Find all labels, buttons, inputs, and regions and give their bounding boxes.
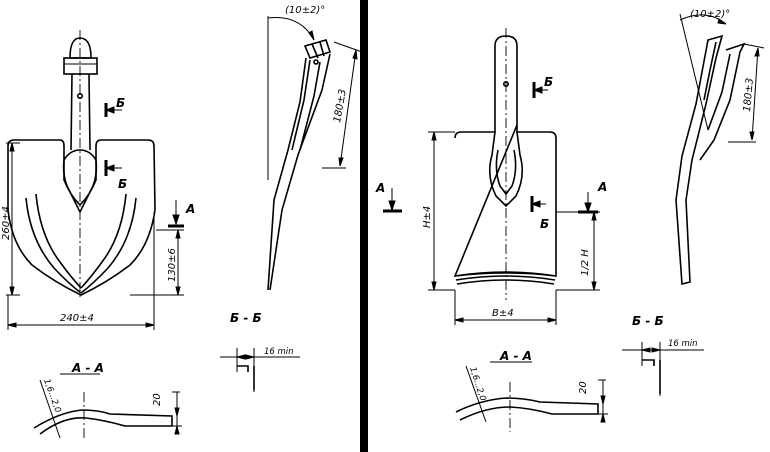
left-dim-width-text: 240±4 xyxy=(60,313,94,324)
left-dim-height: 260±4 xyxy=(1,142,20,296)
left-section-bb: Б - Б 16 min xyxy=(220,311,300,392)
right-cut-mark-b-upper: Б xyxy=(532,75,553,98)
left-side-angle-text: (10±2)° xyxy=(285,5,325,16)
left-cut-mark-a: А xyxy=(168,200,195,228)
right-panel: H±4 B±4 1/2 H Б Б xyxy=(375,9,765,432)
right-label-b-lower: Б xyxy=(540,217,549,231)
right-shovel-front-view: H±4 B±4 1/2 H xyxy=(422,28,600,325)
left-label-a: А xyxy=(185,202,195,216)
right-cut-mark-a-left: А xyxy=(375,181,402,213)
left-cut-mark-b-upper: Б xyxy=(104,96,125,117)
right-label-a-right: А xyxy=(597,180,607,194)
right-label-a-left: А xyxy=(375,181,385,195)
right-section-aa-dim: 20 xyxy=(578,381,589,394)
right-dim-height-text: H±4 xyxy=(422,206,433,228)
left-shovel-side-view: (10±2)° 180±3 xyxy=(267,5,363,291)
right-label-b-upper: Б xyxy=(544,75,553,89)
left-shovel-front-view xyxy=(7,30,156,300)
left-section-aa-title: А - А xyxy=(71,361,104,375)
right-dim-half-text: 1/2 H xyxy=(580,249,591,276)
right-cut-mark-b-lower: Б xyxy=(530,196,549,231)
right-side-length-text: 180±3 xyxy=(742,78,756,113)
left-label-b-lower: Б xyxy=(118,177,127,191)
right-section-bb: Б - Б 16 min xyxy=(622,314,704,396)
panel-divider xyxy=(360,0,368,452)
left-section-bb-title: Б - Б xyxy=(230,311,262,325)
left-section-bb-dim: 16 min xyxy=(264,347,294,357)
right-shovel-side-view: (10±2)° 180±3 xyxy=(675,9,765,286)
right-side-angle-text: (10±2)° xyxy=(690,9,730,20)
left-dim-side-height: 130±6 xyxy=(130,229,184,296)
left-dim-side-text: 130±6 xyxy=(167,248,178,282)
right-dim-width-text: B±4 xyxy=(492,308,514,319)
right-section-aa-thickness: 1,6...2,0 xyxy=(467,366,487,403)
right-cut-mark-a-right: А xyxy=(578,180,607,214)
left-cut-mark-b-lower: Б xyxy=(104,160,127,191)
left-section-aa-thickness: 1,6...2,0 xyxy=(41,378,62,414)
right-section-aa-title: А - А xyxy=(499,349,532,363)
left-section-aa-dim: 20 xyxy=(152,393,163,406)
left-dim-width: 240±4 xyxy=(7,212,155,330)
right-section-bb-title: Б - Б xyxy=(632,314,664,328)
left-section-aa: А - А 1,6...2,0 20 xyxy=(33,361,182,440)
left-dim-height-text: 260±4 xyxy=(1,206,12,240)
right-section-aa: А - А 1,6...2,0 20 xyxy=(455,349,608,432)
left-panel: Б Б А 260±4 xyxy=(1,5,363,440)
left-label-b-upper: Б xyxy=(116,96,125,110)
right-section-bb-dim: 16 min xyxy=(668,339,698,349)
